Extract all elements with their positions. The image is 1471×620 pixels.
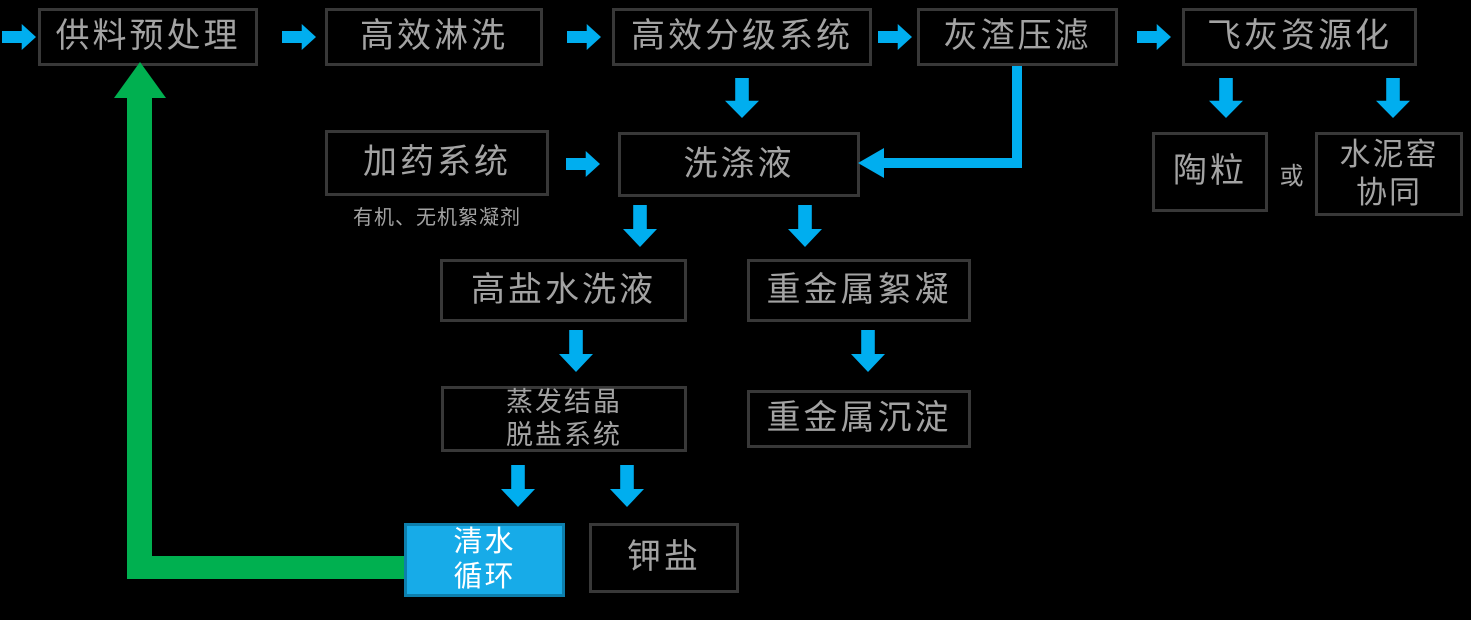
node-label: 高效分级系统 [631, 18, 853, 56]
arrow-washliquid-to-flocculation-icon [788, 205, 822, 247]
node-ash-residue-filter-press: 灰渣压滤 [917, 8, 1118, 66]
recycle-connector-vertical [127, 94, 152, 579]
node-label: 高效淋洗 [360, 18, 508, 56]
arrow-press-to-flyash-icon [1137, 24, 1171, 50]
node-feed-pretreatment: 供料预处理 [38, 8, 258, 66]
node-label-line2: 循环 [453, 561, 516, 593]
arrow-input-feed-icon [2, 24, 36, 50]
arrow-flyash-to-cementkiln-icon [1376, 78, 1410, 118]
node-fly-ash-resource-utilization: 飞灰资源化 [1182, 8, 1417, 66]
node-label: 重金属絮凝 [766, 271, 952, 309]
dosing-system-note: 有机、无机絮凝剂 [353, 207, 521, 229]
node-label: 陶粒 [1173, 153, 1247, 191]
node-dosing-system: 加药系统 [325, 130, 549, 196]
node-cement-kiln-codisposal: 水泥窑 协同 [1315, 132, 1463, 216]
arrow-highsalt-to-evaporation-icon [559, 330, 593, 372]
arrow-washing-to-classification-icon [567, 24, 601, 50]
arrow-evaporation-to-potassium-icon [610, 465, 644, 507]
arrowhead-press-to-washliquid-icon [858, 148, 884, 178]
connector-press-vertical [1012, 66, 1022, 163]
node-potassium-salt: 钾盐 [589, 523, 739, 593]
node-washing-liquid: 洗涤液 [618, 132, 860, 197]
arrow-washliquid-to-highsalt-icon [623, 205, 657, 247]
node-label: 钾盐 [627, 539, 701, 577]
arrow-classification-to-washliquid-icon [725, 78, 759, 118]
node-label-line2: 脱盐系统 [506, 420, 622, 450]
node-high-efficiency-washing: 高效淋洗 [325, 8, 543, 66]
arrow-flyash-to-ceramsite-icon [1209, 78, 1243, 118]
arrow-evaporation-to-cleanwater-icon [501, 465, 535, 507]
node-label-line1: 蒸发结晶 [506, 387, 622, 418]
node-label: 洗涤液 [683, 145, 795, 183]
node-heavy-metal-flocculation: 重金属絮凝 [747, 259, 971, 322]
node-evaporation-desalination: 蒸发结晶 脱盐系统 [441, 386, 687, 452]
node-label: 飞灰资源化 [1207, 18, 1392, 56]
node-label-line2: 协同 [1356, 175, 1422, 210]
node-label-line1: 清水 [453, 525, 516, 558]
arrow-classification-to-press-icon [878, 24, 912, 50]
node-clean-water-recycle: 清水 循环 [404, 523, 565, 597]
node-label: 加药系统 [363, 144, 511, 182]
arrow-flocculation-to-precipitation-icon [851, 330, 885, 372]
node-label-line1: 水泥窑 [1339, 137, 1439, 173]
recycle-connector-horizontal [127, 556, 404, 579]
node-classification-system: 高效分级系统 [612, 8, 872, 66]
or-label: 或 [1279, 164, 1304, 190]
connector-press-horizontal [882, 158, 1022, 168]
recycle-arrowhead-up-icon [114, 62, 166, 98]
node-label: 供料预处理 [55, 18, 241, 56]
node-high-salt-wash-water: 高盐水洗液 [440, 259, 687, 322]
node-heavy-metal-precipitation: 重金属沉淀 [747, 390, 971, 448]
node-label: 重金属沉淀 [766, 400, 952, 438]
node-ceramsite: 陶粒 [1152, 132, 1268, 212]
node-label: 高盐水洗液 [471, 271, 656, 309]
arrow-dosing-to-washliquid-icon [566, 151, 600, 177]
node-label: 灰渣压滤 [943, 18, 1092, 56]
arrow-feed-to-washing-icon [282, 24, 316, 50]
